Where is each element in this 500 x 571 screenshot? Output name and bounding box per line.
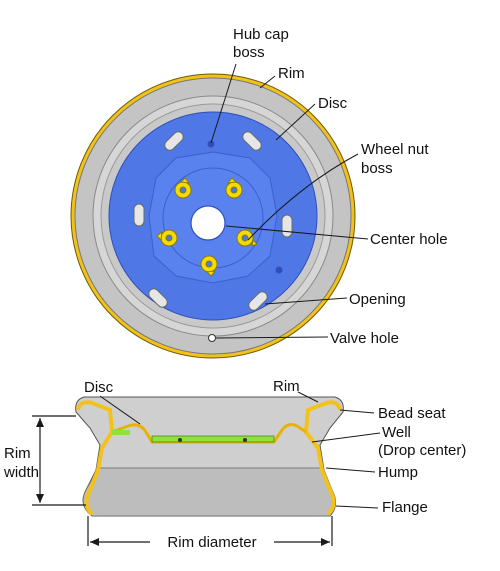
label-wheel-nut-boss-line1: Wheel nut xyxy=(361,141,429,158)
leader-section-rim xyxy=(297,391,319,403)
leader-well xyxy=(311,432,381,443)
leader-flange xyxy=(335,505,379,509)
opening-slot xyxy=(148,288,168,308)
dim-rim-width-arrow-top xyxy=(36,418,44,427)
leader-disc xyxy=(275,103,316,141)
label-disc: Disc xyxy=(318,95,348,112)
opening-slot xyxy=(164,131,184,151)
label-wheel-nut-boss-line2: boss xyxy=(361,160,393,177)
disc-openings xyxy=(133,131,293,311)
leader-valve-hole xyxy=(215,336,329,339)
wheel-nut-boss xyxy=(174,177,192,199)
leader-bead-seat xyxy=(339,409,375,414)
section-disc-center xyxy=(151,435,275,443)
leader-hub-cap-boss xyxy=(210,63,237,144)
label-valve-hole: Valve hole xyxy=(330,330,399,347)
wheel-nut-boss xyxy=(236,229,258,247)
wheel-nut-boss xyxy=(156,229,178,247)
leader-hump xyxy=(325,467,376,473)
leader-section-disc xyxy=(99,395,141,425)
section-lower-band xyxy=(82,467,336,517)
label-rim-diameter: Rim diameter xyxy=(167,534,256,551)
label-hub-cap-boss-line1: Hub cap xyxy=(233,26,289,43)
opening-slot xyxy=(281,214,293,238)
section-rim-outline-right xyxy=(303,400,342,516)
label-flange: Flange xyxy=(382,499,428,516)
label-hump: Hump xyxy=(378,464,418,481)
label-bead-seat: Bead seat xyxy=(378,405,446,422)
label-well-line2: (Drop center) xyxy=(378,442,466,459)
label-rim-width-line2: width xyxy=(3,464,39,481)
center-hole xyxy=(190,205,226,241)
dim-rim-diameter-arrow-right xyxy=(321,538,330,546)
dim-rim-width-arrow-bottom xyxy=(36,494,44,503)
opening-slot xyxy=(248,291,268,311)
wheel-nut-bosses xyxy=(156,177,258,277)
wheel-front-view xyxy=(70,63,369,359)
front-view-labels: Hub cap boss Rim Disc Wheel nut boss Cen… xyxy=(233,26,448,347)
wheel-cross-section xyxy=(32,391,381,546)
wheel-nut-boss xyxy=(200,255,218,277)
hub-cap-boss xyxy=(275,266,283,274)
leader-opening xyxy=(264,297,348,305)
opening-slot xyxy=(242,131,262,151)
cross-section-labels: Disc Rim Bead seat Well (Drop center) Hu… xyxy=(3,378,466,551)
section-disc-left-green xyxy=(112,430,130,435)
leader-rim xyxy=(259,75,276,89)
dim-rim-diameter-arrow-left xyxy=(90,538,99,546)
section-bolt xyxy=(178,438,182,442)
hub-cap-boss xyxy=(207,140,215,148)
wheel-nut-boss xyxy=(225,177,243,199)
leader-center-hole xyxy=(225,225,369,240)
label-section-disc: Disc xyxy=(84,379,114,396)
label-center-hole: Center hole xyxy=(370,231,448,248)
label-well-line1: Well xyxy=(382,424,411,441)
valve-hole xyxy=(208,334,216,342)
label-rim-width-line1: Rim xyxy=(4,445,31,462)
section-rim-outline-left xyxy=(76,400,115,516)
label-section-rim: Rim xyxy=(273,378,300,395)
label-opening: Opening xyxy=(349,291,406,308)
label-hub-cap-boss-line2: boss xyxy=(233,44,265,61)
label-rim: Rim xyxy=(278,65,305,82)
section-bolt xyxy=(243,438,247,442)
opening-slot xyxy=(133,203,145,227)
leader-wheel-nut-boss xyxy=(247,153,359,241)
